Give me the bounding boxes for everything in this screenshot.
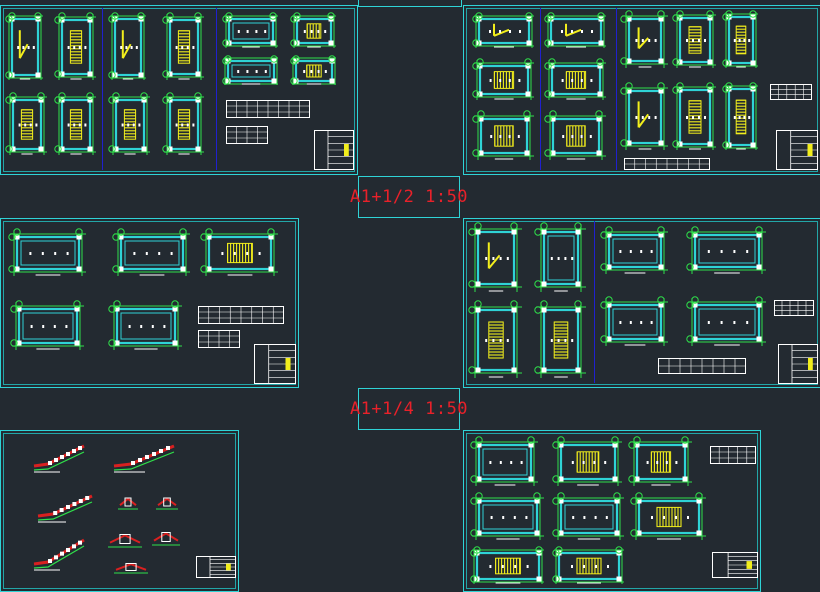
schedule-table xyxy=(198,330,240,348)
stair-plan-drawing[interactable] xyxy=(534,222,588,294)
title-block xyxy=(776,130,818,170)
stair-plan-drawing[interactable] xyxy=(468,300,524,380)
rebar-hatch xyxy=(177,30,191,64)
stair-plan-drawing[interactable] xyxy=(5,92,49,157)
scale-label-a: A1+1/2 1:50 xyxy=(350,176,468,218)
rebar-hatch xyxy=(735,25,747,55)
title-block xyxy=(314,130,354,170)
schedule-table xyxy=(774,300,814,316)
rebar-hatch xyxy=(688,100,702,134)
title-block xyxy=(712,552,758,578)
stair-plan-drawing[interactable] xyxy=(630,492,708,542)
title-block xyxy=(196,556,236,578)
stair-plan-drawing[interactable] xyxy=(468,222,524,294)
stair-plan-drawing[interactable] xyxy=(108,92,152,157)
stair-plan-drawing[interactable] xyxy=(722,10,760,70)
stair-plan-drawing[interactable] xyxy=(290,55,338,87)
schedule-table xyxy=(658,358,746,374)
stair-plan-drawing[interactable] xyxy=(544,12,608,50)
section-detail[interactable] xyxy=(114,560,148,574)
scale-label-b: A1+1/4 1:50 xyxy=(350,388,468,430)
stair-plan-drawing[interactable] xyxy=(552,436,624,488)
rebar-hatch xyxy=(69,109,83,140)
sheet-divider xyxy=(540,8,541,170)
rebar-hatch xyxy=(306,23,322,39)
stair-plan-drawing[interactable] xyxy=(200,228,280,278)
stair-plan-drawing[interactable] xyxy=(162,92,206,157)
schedule-table xyxy=(624,158,710,170)
stair-plan-drawing[interactable] xyxy=(108,300,184,352)
stair-plan-drawing[interactable] xyxy=(686,296,768,348)
schedule-table xyxy=(198,306,284,324)
stair-plan-drawing[interactable] xyxy=(470,492,546,542)
schedule-table xyxy=(226,126,268,144)
rebar-hatch xyxy=(656,506,682,528)
stair-plan-drawing[interactable] xyxy=(534,300,588,380)
stair-plan-drawing[interactable] xyxy=(472,110,536,162)
rebar-hatch xyxy=(177,109,191,140)
rebar-hatch xyxy=(495,557,521,575)
rebar-hatch xyxy=(227,242,253,264)
schedule-table xyxy=(770,84,812,100)
stair-plan-drawing[interactable] xyxy=(552,492,626,542)
stair-section-drawing[interactable] xyxy=(30,440,90,474)
stair-plan-drawing[interactable] xyxy=(544,58,608,102)
section-detail[interactable] xyxy=(152,528,180,546)
stair-plan-drawing[interactable] xyxy=(54,12,98,82)
stair-plan-drawing[interactable] xyxy=(222,55,280,87)
sheet-divider xyxy=(216,8,217,170)
drawing-sheet-mid-left[interactable] xyxy=(0,218,299,388)
stair-plan-drawing[interactable] xyxy=(108,12,148,82)
frame-top-connector xyxy=(358,0,462,7)
stair-section-drawing[interactable] xyxy=(30,534,90,572)
rebar-hatch xyxy=(306,64,322,78)
stair-plan-drawing[interactable] xyxy=(54,92,98,157)
stair-plan-drawing[interactable] xyxy=(628,436,694,488)
stair-plan-drawing[interactable] xyxy=(222,12,280,50)
section-detail[interactable] xyxy=(108,530,142,548)
rebar-hatch xyxy=(20,109,34,140)
stair-plan-drawing[interactable] xyxy=(552,546,626,586)
sheet-divider xyxy=(594,221,595,383)
rebar-hatch xyxy=(493,71,515,89)
stair-plan-drawing[interactable] xyxy=(162,12,206,82)
schedule-table xyxy=(710,446,756,464)
rebar-hatch xyxy=(735,99,747,135)
sheet-divider xyxy=(616,8,617,170)
stair-plan-drawing[interactable] xyxy=(470,546,546,586)
stair-plan-drawing[interactable] xyxy=(544,110,608,162)
stair-plan-drawing[interactable] xyxy=(686,226,768,276)
stair-plan-drawing[interactable] xyxy=(600,296,670,348)
section-detail[interactable] xyxy=(118,494,138,510)
sheet-divider xyxy=(102,8,103,170)
stair-plan-drawing[interactable] xyxy=(620,82,670,152)
section-detail[interactable] xyxy=(156,494,178,510)
stair-plan-drawing[interactable] xyxy=(600,226,670,276)
drawing-sheet-top-left[interactable] xyxy=(0,5,358,175)
stair-plan-drawing[interactable] xyxy=(10,300,86,352)
rebar-hatch xyxy=(69,30,83,64)
stair-section-drawing[interactable] xyxy=(34,490,98,524)
rebar-hatch xyxy=(576,557,602,575)
schedule-table xyxy=(226,100,310,118)
stair-plan-drawing[interactable] xyxy=(112,228,192,278)
drawing-sheet-mid-right[interactable] xyxy=(463,218,820,388)
stair-plan-drawing[interactable] xyxy=(672,10,718,70)
stair-plan-drawing[interactable] xyxy=(722,82,760,152)
stair-plan-drawing[interactable] xyxy=(672,82,718,152)
rebar-hatch xyxy=(494,125,514,147)
stair-plan-drawing[interactable] xyxy=(620,10,670,70)
stair-plan-drawing[interactable] xyxy=(8,228,88,278)
rebar-hatch xyxy=(123,109,137,140)
stair-plan-drawing[interactable] xyxy=(472,12,536,50)
stair-plan-drawing[interactable] xyxy=(5,12,45,82)
title-block xyxy=(254,344,296,384)
stair-plan-drawing[interactable] xyxy=(472,58,536,102)
drawing-sheet-top-right[interactable] xyxy=(463,5,820,175)
title-block xyxy=(778,344,818,384)
stair-plan-drawing[interactable] xyxy=(290,12,338,50)
rebar-hatch xyxy=(576,451,600,473)
stair-plan-drawing[interactable] xyxy=(470,436,540,488)
stair-section-drawing[interactable] xyxy=(110,440,180,474)
